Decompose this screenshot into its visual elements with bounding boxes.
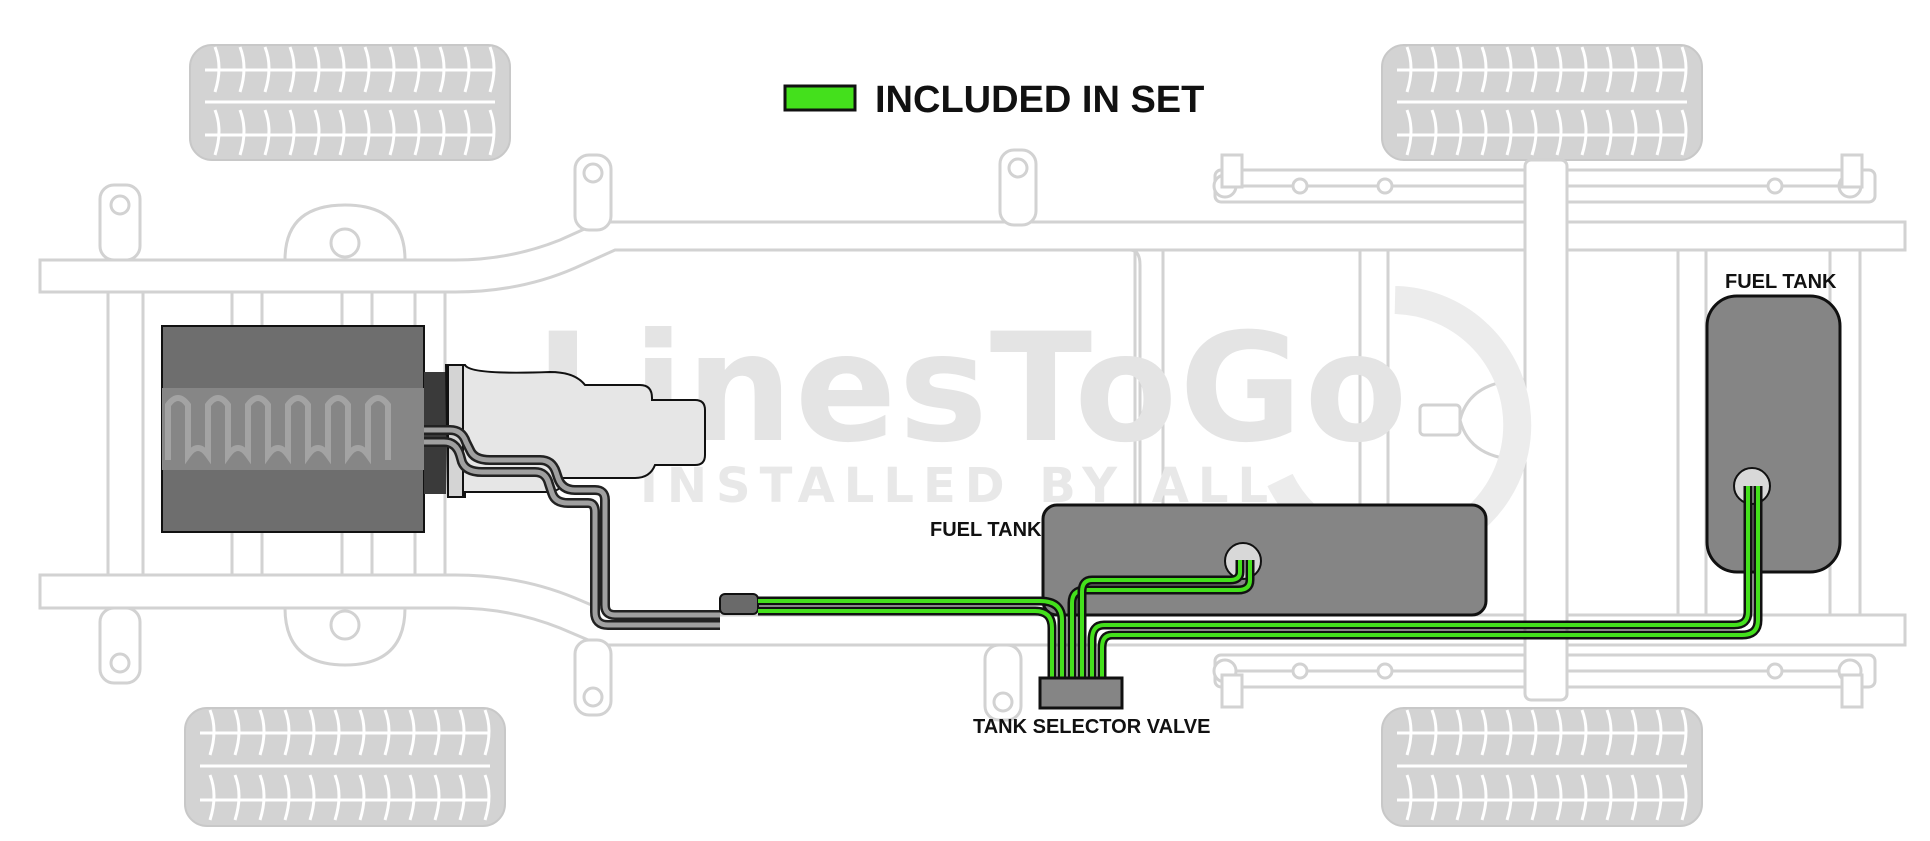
fuel-tank-rear-label: FUEL TANK [1725,271,1837,293]
tire-rear-right-icon [1381,707,1703,827]
fuel-tank-main-label: FUEL TANK [930,519,1042,541]
tire-rear-left-icon [1381,44,1703,161]
legend: INCLUDED IN SET [783,79,1204,121]
included-line-rear-tank [1087,486,1763,680]
tank-selector-valve-icon [1038,676,1124,710]
engine-icon [161,325,446,533]
included-line-main-tank [1067,560,1255,680]
fuel-filter-icon [719,593,759,615]
tire-front-right-icon [184,707,506,827]
legend-swatch [783,84,857,112]
fuel-tank-main-icon [1041,503,1488,617]
included-fuel-lines [758,486,1763,680]
tires [184,44,1703,827]
legend-label: INCLUDED IN SET [875,79,1204,121]
tire-front-left-icon [189,44,511,161]
tank-selector-valve-label: TANK SELECTOR VALVE [973,716,1210,738]
included-line-filter-to-valve [758,596,1067,680]
existing-fuel-lines [424,425,720,630]
fuel-tank-rear-icon [1705,294,1842,574]
